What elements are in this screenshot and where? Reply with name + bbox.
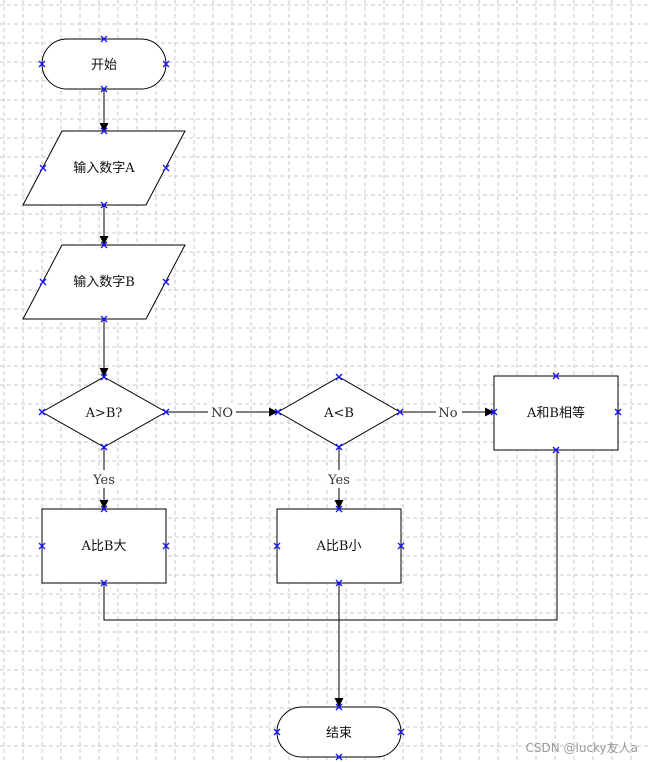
node-decision-a-gt-b[interactable]: A>B? (40, 376, 168, 448)
port-marker-icon (100, 201, 108, 209)
input-a-label: 输入数字A (73, 160, 135, 176)
edge-labels: NO Yes No Yes (88, 403, 462, 488)
port-marker-icon (162, 278, 170, 286)
label-gt-no: NO (211, 406, 233, 421)
edge-a-bigger-to-merge (103, 583, 339, 621)
node-input-b[interactable]: 输入数字B (22, 244, 186, 320)
port-marker-icon (38, 408, 46, 416)
port-marker-icon (273, 542, 281, 550)
port-marker-icon (162, 164, 170, 172)
port-marker-icon (335, 753, 343, 761)
port-marker-icon (100, 241, 108, 249)
node-start[interactable]: 开始 (41, 38, 167, 90)
port-marker-icon (100, 35, 108, 43)
port-marker-icon (552, 372, 560, 380)
decision-a-lt-b-label: A<B (323, 406, 354, 421)
a-bigger-label: A比B大 (81, 539, 127, 554)
decision-a-gt-b-label: A>B? (85, 406, 123, 421)
port-marker-icon (38, 542, 46, 550)
label-lt-yes: Yes (327, 473, 350, 488)
port-marker-icon (162, 60, 170, 68)
watermark: CSDN @lucky友人a (525, 741, 638, 755)
port-marker-icon (100, 443, 108, 451)
port-marker-icon (552, 446, 560, 454)
a-smaller-label: A比B小 (316, 539, 362, 554)
port-marker-icon (100, 85, 108, 93)
port-marker-icon (100, 579, 108, 587)
label-lt-no: No (438, 406, 457, 421)
port-marker-icon (162, 408, 170, 416)
port-marker-icon (100, 127, 108, 135)
port-marker-icon (397, 542, 405, 550)
port-marker-icon (335, 373, 343, 381)
port-marker-icon (39, 278, 47, 286)
port-marker-icon (162, 542, 170, 550)
edge-equal-to-merge (339, 450, 558, 621)
port-marker-icon (100, 373, 108, 381)
port-marker-icon (335, 579, 343, 587)
port-marker-icon (490, 408, 498, 416)
connection-ports (38, 35, 622, 761)
node-a-bigger[interactable]: A比B大 (41, 508, 167, 584)
node-equal[interactable]: A和B相等 (493, 375, 619, 451)
node-input-a[interactable]: 输入数字A (22, 130, 186, 206)
node-end[interactable]: 结束 (276, 706, 402, 758)
port-marker-icon (39, 164, 47, 172)
port-marker-icon (273, 728, 281, 736)
start-label: 开始 (91, 58, 117, 73)
node-a-smaller[interactable]: A比B小 (276, 508, 402, 584)
port-marker-icon (335, 443, 343, 451)
equal-label: A和B相等 (526, 405, 585, 421)
port-marker-icon (100, 505, 108, 513)
port-marker-icon (397, 728, 405, 736)
port-marker-icon (396, 408, 404, 416)
end-label: 结束 (326, 726, 352, 741)
port-marker-icon (274, 408, 282, 416)
port-marker-icon (614, 408, 622, 416)
node-decision-a-lt-b[interactable]: A<B (276, 376, 402, 448)
input-b-label: 输入数字B (73, 274, 135, 290)
port-marker-icon (335, 505, 343, 513)
label-gt-yes: Yes (92, 473, 115, 488)
port-marker-icon (100, 315, 108, 323)
port-marker-icon (38, 60, 46, 68)
port-marker-icon (335, 703, 343, 711)
